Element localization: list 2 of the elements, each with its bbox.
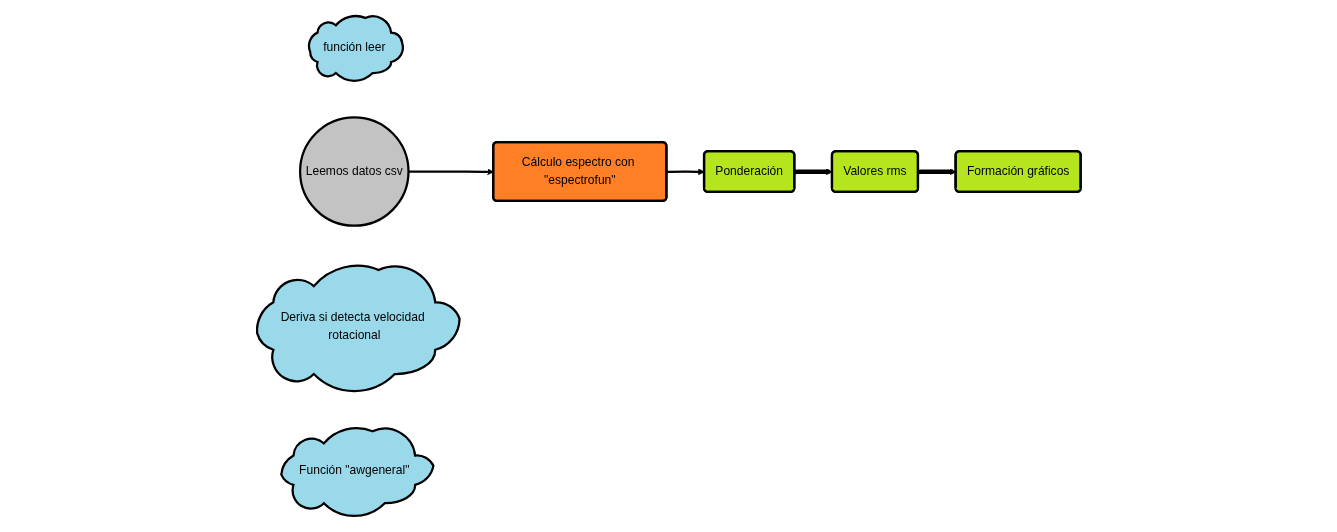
arrow bbox=[917, 168, 956, 176]
node-circle: Leemos datos csv bbox=[298, 116, 410, 227]
